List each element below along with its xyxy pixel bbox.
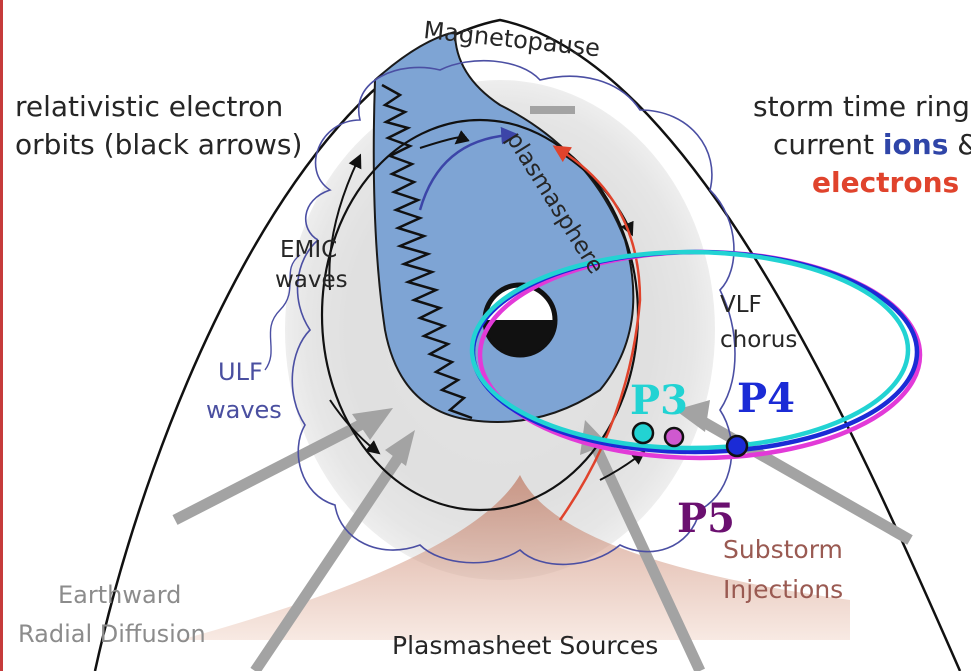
- storm-label-line1: storm time ring: [753, 92, 970, 121]
- storm-label-amp: &: [948, 128, 971, 161]
- plasmasheet-sources-label: Plasmasheet Sources: [392, 633, 658, 659]
- substorm-label-line2: Injections: [723, 577, 843, 603]
- storm-label-electrons: electrons: [812, 168, 959, 197]
- emic-label-line1: EMIC: [280, 238, 337, 262]
- earthward-label-line2: Radial Diffusion: [18, 622, 206, 647]
- vlf-label-line2: chorus: [720, 328, 797, 352]
- storm-label-line2: current ions &: [773, 130, 971, 159]
- probe-p4-marker: [727, 436, 747, 456]
- earthward-label-line1: Earthward: [58, 583, 181, 608]
- storm-label-current: current: [773, 128, 883, 161]
- vlf-label-line1: VLF: [720, 293, 762, 317]
- probe-p3-marker: [633, 423, 653, 443]
- probe-p5-marker: [665, 428, 683, 446]
- relativistic-label-line1: relativistic electron: [15, 92, 283, 121]
- probe-p5-label: P5: [677, 498, 735, 540]
- probe-p4-label: P4: [737, 378, 795, 420]
- storm-label-ions: ions: [883, 128, 948, 161]
- emic-label-line2: waves: [275, 268, 348, 292]
- relativistic-label-line2: orbits (black arrows): [15, 130, 302, 159]
- substorm-label-line1: Substorm: [723, 537, 843, 563]
- ulf-label-line2: waves: [206, 398, 282, 423]
- probe-p3-label: P3: [630, 380, 688, 422]
- ulf-label-line1: ULF: [218, 360, 263, 385]
